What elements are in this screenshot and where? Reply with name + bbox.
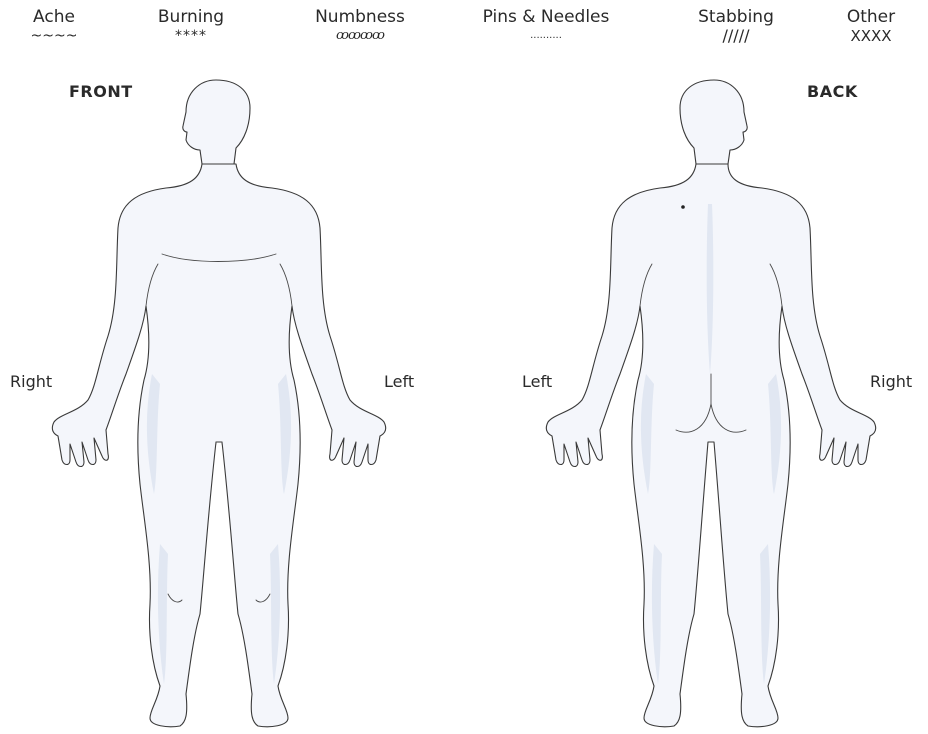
back-body-figure (500, 74, 900, 734)
legend-pins-needles: Pins & Needles .......... (476, 6, 616, 44)
legend-ache-label: Ache (26, 6, 82, 28)
front-body-figure (40, 74, 430, 734)
front-head (183, 80, 250, 164)
legend-pins-needles-label: Pins & Needles (476, 6, 616, 28)
front-body-outline (52, 164, 385, 727)
back-head (680, 80, 747, 164)
legend-ache: Ache ~~~~ (26, 6, 82, 44)
legend-stabbing-symbol: ///// (686, 28, 786, 44)
legend-numbness-symbol: ꝏꝏꝏꝏ (300, 28, 420, 44)
legend-numbness: Numbness ꝏꝏꝏꝏ (300, 6, 420, 44)
legend-pins-needles-symbol: .......... (476, 28, 616, 44)
back-marker-dot (681, 205, 685, 209)
legend-other-label: Other (836, 6, 906, 28)
legend-burning-symbol: **** (146, 28, 236, 44)
legend-stabbing: Stabbing ///// (686, 6, 786, 44)
legend-other-symbol: XXXX (836, 28, 906, 44)
legend-burning-label: Burning (146, 6, 236, 28)
legend-other: Other XXXX (836, 6, 906, 44)
legend-burning: Burning **** (146, 6, 236, 44)
legend-ache-symbol: ~~~~ (26, 28, 82, 44)
legend-numbness-label: Numbness (300, 6, 420, 28)
legend-stabbing-label: Stabbing (686, 6, 786, 28)
